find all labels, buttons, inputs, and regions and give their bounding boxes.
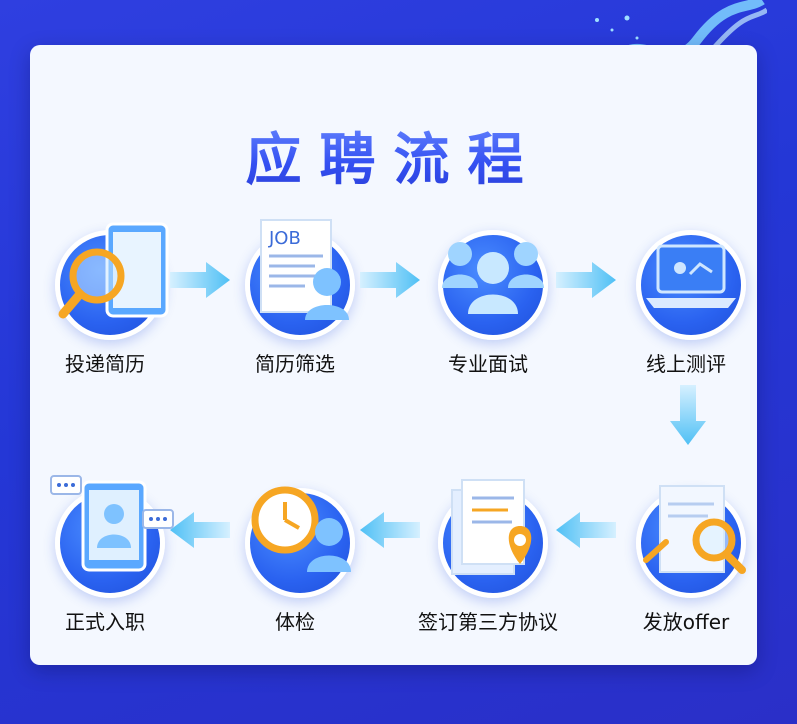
step-medical-exam: 体检 — [225, 486, 365, 638]
agreement-location-icon — [438, 479, 548, 598]
job-badge: JOB — [268, 228, 301, 249]
step-sign-agreement: 签订第三方协议 — [418, 479, 558, 638]
interview-people-icon — [438, 230, 548, 340]
magnifier-tablet-icon — [55, 222, 169, 340]
step-onboarding: 正式入职 — [35, 475, 175, 638]
step-resume-screening: JOB 简历筛选 — [225, 219, 365, 380]
step-online-assessment: 线上测评 — [616, 230, 756, 380]
step-label: 体检 — [275, 610, 315, 634]
job-resume-icon: JOB — [245, 219, 355, 340]
step-label: 签订第三方协议 — [418, 610, 558, 634]
arrow-right-icon — [170, 262, 230, 298]
arrow-down-icon — [670, 385, 706, 445]
step-label: 投递简历 — [65, 352, 145, 376]
process-card: 应聘流程 — [30, 45, 757, 665]
step-issue-offer: 发放offer — [616, 485, 756, 638]
page-title: 应聘流程 — [30, 115, 757, 196]
step-label: 专业面试 — [448, 352, 528, 376]
step-label: 线上测评 — [646, 352, 726, 376]
step-label: 正式入职 — [65, 610, 145, 634]
laptop-icon — [636, 230, 746, 340]
clock-person-icon — [245, 486, 355, 598]
sparkle-decoration — [595, 15, 639, 40]
arrow-right-icon — [360, 262, 420, 298]
step-submit-resume: 投递简历 — [35, 222, 175, 380]
step-label: 发放offer — [642, 610, 730, 634]
arrow-right-icon — [556, 262, 616, 298]
step-interview: 专业面试 — [418, 230, 558, 380]
onboarding-chat-icon — [50, 475, 174, 598]
arrow-left-icon — [360, 512, 420, 548]
arrow-left-icon — [556, 512, 616, 548]
step-label: 简历筛选 — [255, 352, 335, 376]
document-magnifier-icon — [636, 485, 746, 598]
arrow-left-icon — [170, 512, 230, 548]
